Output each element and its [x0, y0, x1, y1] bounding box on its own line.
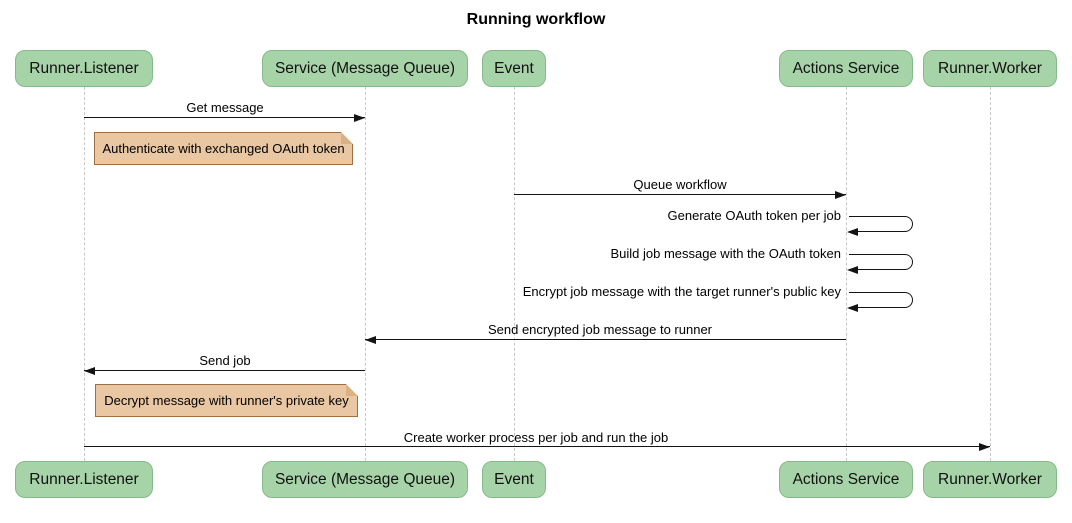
- actor-top-runner-worker: Runner.Worker: [923, 50, 1057, 87]
- message-label-create-worker-process: Create worker process per job and run th…: [403, 430, 669, 445]
- message-label-generate-oauth-token: Generate OAuth token per job: [667, 208, 841, 223]
- message-label-encrypt-job-message: Encrypt job message with the target runn…: [522, 284, 841, 299]
- diagram-title: Running workflow: [466, 11, 606, 28]
- message-label-get-message: Get message: [186, 100, 264, 115]
- message-label-queue-workflow: Queue workflow: [633, 177, 727, 192]
- actor-top-runner-listener: Runner.Listener: [15, 50, 153, 87]
- arrowhead-left-icon: [847, 266, 858, 274]
- message-label-send-encrypted-job: Send encrypted job message to runner: [487, 322, 713, 337]
- arrowhead-left-icon: [847, 304, 858, 312]
- message-line-get-message: [84, 117, 365, 118]
- note-decrypt-private-key: Decrypt message with runner's private ke…: [95, 384, 358, 417]
- self-message-loop: [849, 216, 913, 232]
- lifeline-runner-worker: [990, 87, 991, 461]
- self-message-loop: [849, 292, 913, 308]
- arrowhead-left-icon: [84, 367, 95, 375]
- note-authenticate-oauth: Authenticate with exchanged OAuth token: [94, 132, 353, 165]
- lifeline-service-message-queue: [365, 87, 366, 461]
- arrowhead-right-icon: [835, 191, 846, 199]
- message-line-create-worker-process: [84, 446, 990, 447]
- actor-bottom-service-message-queue: Service (Message Queue): [262, 461, 468, 498]
- message-label-send-job: Send job: [199, 353, 251, 368]
- self-message-loop: [849, 254, 913, 270]
- arrowhead-right-icon: [354, 114, 365, 122]
- actor-bottom-runner-listener: Runner.Listener: [15, 461, 153, 498]
- actor-top-actions-service: Actions Service: [779, 50, 913, 87]
- actor-bottom-runner-worker: Runner.Worker: [923, 461, 1057, 498]
- arrowhead-right-icon: [979, 443, 990, 451]
- lifeline-actions-service: [846, 87, 847, 461]
- lifeline-runner-listener: [84, 87, 85, 461]
- message-line-send-encrypted-job: [365, 339, 846, 340]
- message-line-send-job: [84, 370, 365, 371]
- actor-top-event: Event: [482, 50, 546, 87]
- arrowhead-left-icon: [365, 336, 376, 344]
- lifeline-event: [514, 87, 515, 461]
- arrowhead-left-icon: [847, 228, 858, 236]
- actor-bottom-event: Event: [482, 461, 546, 498]
- message-label-build-job-message: Build job message with the OAuth token: [610, 246, 841, 261]
- actor-bottom-actions-service: Actions Service: [779, 461, 913, 498]
- message-line-queue-workflow: [514, 194, 846, 195]
- actor-top-service-message-queue: Service (Message Queue): [262, 50, 468, 87]
